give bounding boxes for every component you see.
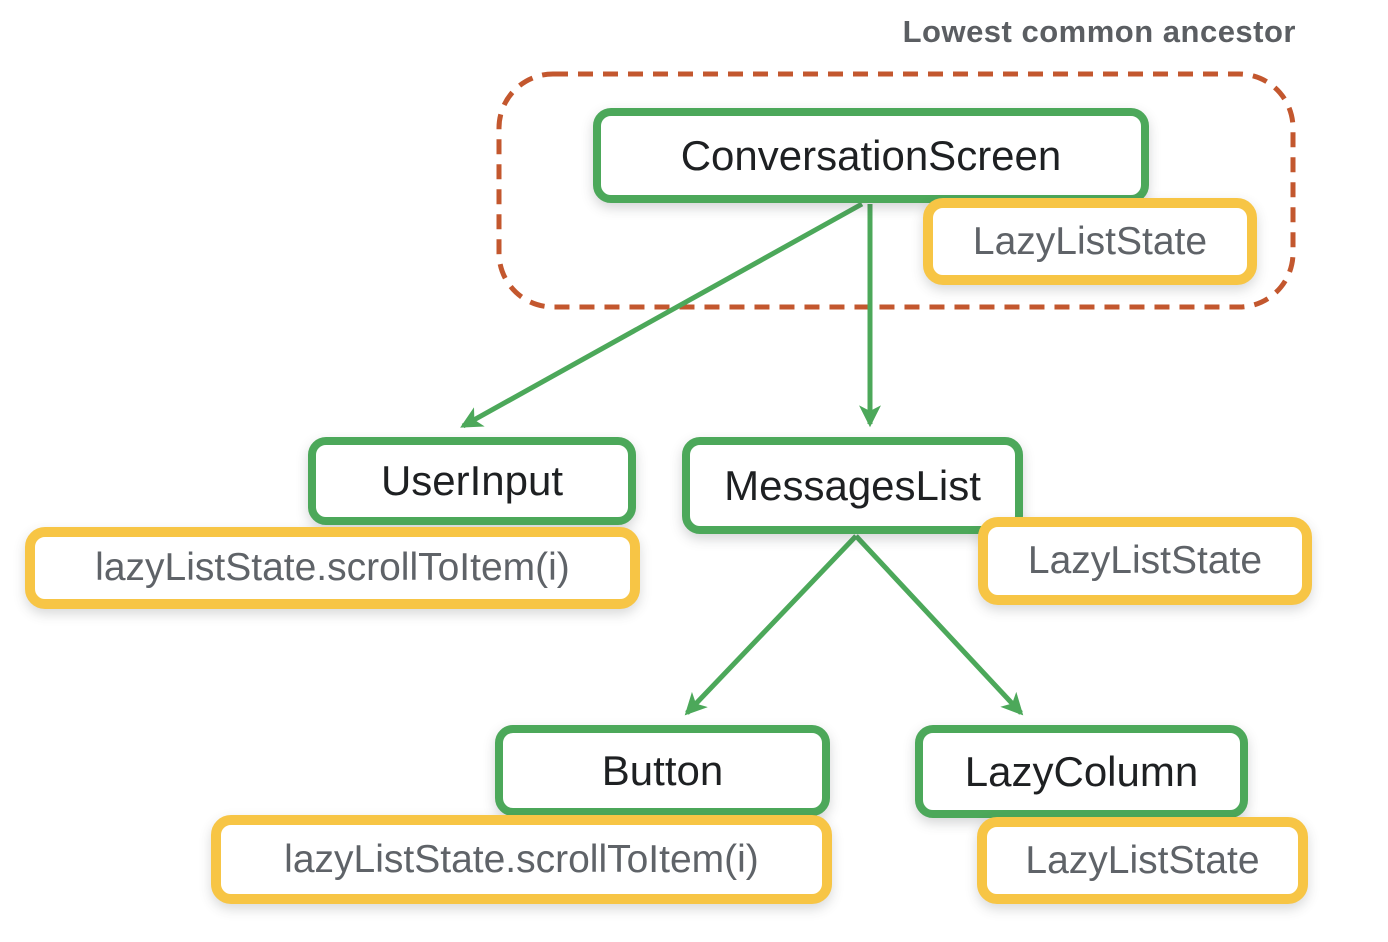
lowest-common-ancestor-outline	[496, 71, 1296, 310]
state-badge-lazycolumn: LazyListState	[977, 817, 1308, 904]
lowest-common-ancestor-label: Lowest common ancestor	[902, 14, 1296, 49]
state-badge-button-label: lazyListState.scrollToItem(i)	[284, 837, 759, 881]
state-badge-button: lazyListState.scrollToItem(i)	[211, 815, 832, 904]
arrow-messageslist-to-lazycolumn	[854, 534, 1024, 716]
arrow-conversationscreen-to-userinput	[460, 201, 864, 429]
state-badge-conversationscreen-label: LazyListState	[972, 219, 1208, 263]
node-userinput-label: UserInput	[380, 457, 564, 504]
state-badge-userinput: lazyListState.scrollToItem(i)	[25, 527, 640, 609]
node-button-label: Button	[601, 746, 724, 794]
state-badge-conversationscreen: LazyListState	[923, 198, 1257, 285]
node-lazycolumn-label: LazyColumn	[964, 747, 1199, 795]
node-conversationscreen-label: ConversationScreen	[680, 131, 1062, 179]
state-badge-lazycolumn-label: LazyListState	[1025, 838, 1260, 882]
state-badge-messageslist: LazyListState	[978, 517, 1312, 605]
node-button: Button	[495, 725, 830, 816]
node-messageslist-label: MessagesList	[724, 461, 981, 509]
arrow-messageslist-to-button	[684, 534, 858, 716]
node-lazycolumn: LazyColumn	[915, 725, 1248, 818]
node-messageslist: MessagesList	[682, 437, 1023, 534]
node-conversationscreen: ConversationScreen	[593, 108, 1149, 203]
state-badge-messageslist-label: LazyListState	[1027, 539, 1263, 582]
state-badge-userinput-label: lazyListState.scrollToItem(i)	[95, 546, 570, 589]
node-userinput: UserInput	[308, 437, 636, 525]
